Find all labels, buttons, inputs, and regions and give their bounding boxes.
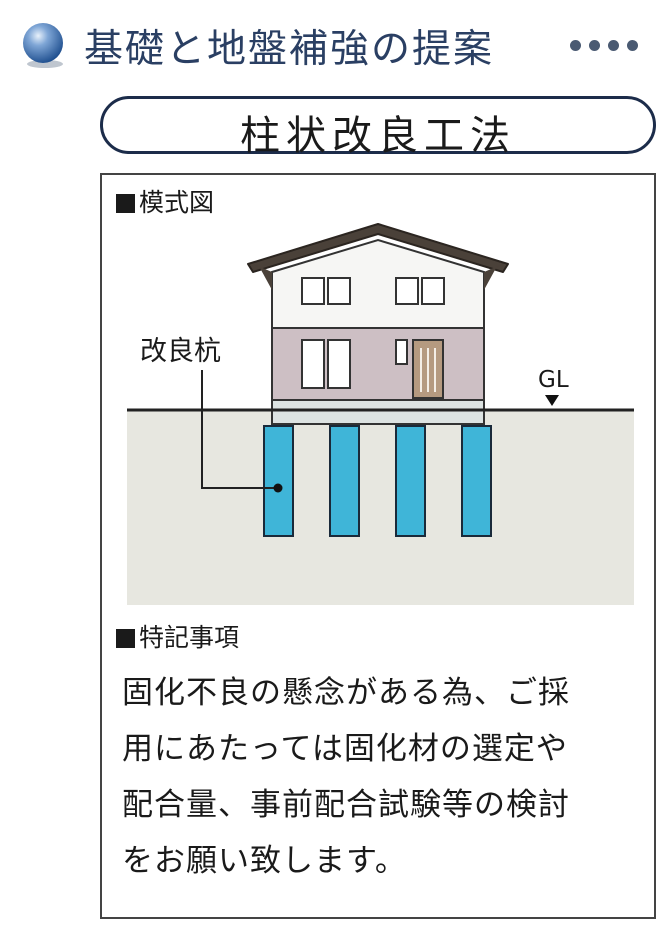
window bbox=[327, 277, 351, 305]
house-roof bbox=[247, 223, 509, 273]
pile-label: 改良杭 bbox=[140, 336, 221, 367]
diagram-section-label: 模式図 bbox=[139, 188, 215, 217]
notes-text: 固化不良の懸念がある為、ご採 用にあたっては固化材の選定や 配合量、事前配合試験… bbox=[122, 675, 570, 879]
window bbox=[327, 339, 351, 389]
window bbox=[395, 277, 419, 305]
roof-eave-left bbox=[253, 264, 272, 290]
improvement-pile bbox=[461, 425, 492, 537]
window bbox=[421, 277, 445, 305]
window bbox=[301, 277, 325, 305]
window bbox=[301, 339, 325, 389]
notes-section-label: 特記事項 bbox=[139, 623, 240, 652]
ground-level-label: GL bbox=[538, 367, 569, 393]
decorative-dots bbox=[570, 36, 654, 52]
notes-section-heading: 特記事項 bbox=[116, 618, 239, 654]
window bbox=[395, 339, 408, 365]
method-title: 柱状改良工法 bbox=[240, 113, 516, 159]
house-upper-floor bbox=[271, 238, 485, 329]
ground-level-marker-icon bbox=[545, 395, 559, 406]
improvement-pile bbox=[329, 425, 360, 537]
diagram-section-heading: 模式図 bbox=[116, 183, 214, 219]
roof-eave-right bbox=[484, 264, 503, 290]
improvement-pile bbox=[263, 425, 294, 537]
page-title: 基礎と地盤補強の提案 bbox=[84, 27, 495, 72]
pile-label-leader bbox=[201, 370, 278, 489]
schematic-diagram: 改良杭 GL bbox=[127, 223, 634, 605]
method-title-box: 柱状改良工法 bbox=[100, 96, 656, 159]
bullet-square-icon bbox=[116, 629, 135, 648]
improvement-pile bbox=[395, 425, 426, 537]
orb-icon bbox=[23, 23, 63, 68]
header: 基礎と地盤補強の提案 bbox=[14, 8, 654, 84]
pile-label-pointer bbox=[273, 483, 283, 493]
bullet-square-icon bbox=[116, 194, 135, 213]
content-panel: 模式図 改良杭 bbox=[100, 173, 656, 919]
soil-area bbox=[127, 410, 634, 605]
